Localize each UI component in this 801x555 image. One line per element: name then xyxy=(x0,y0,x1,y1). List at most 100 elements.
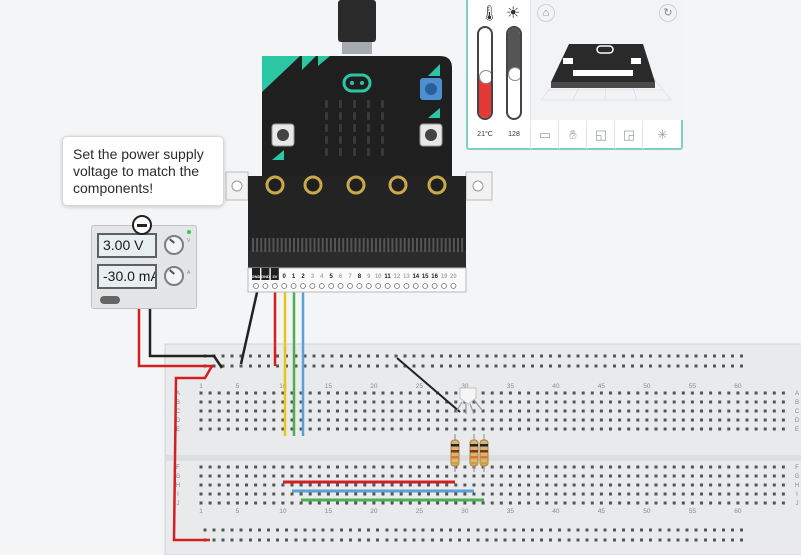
header-label: 19 xyxy=(441,274,448,280)
column-number: 1 xyxy=(199,383,203,390)
power-switch[interactable] xyxy=(100,296,120,304)
resistor[interactable] xyxy=(479,434,489,472)
current-knob-label: A xyxy=(187,270,191,276)
gesture-tilt-right-icon[interactable]: ◲ xyxy=(614,121,643,149)
column-number: 35 xyxy=(507,508,515,515)
tooltip-text: Set the power supply voltage to match th… xyxy=(73,146,204,196)
light-label: 128 xyxy=(508,131,520,138)
column-number: 30 xyxy=(461,383,469,390)
header-label: 0 xyxy=(283,274,287,280)
header-label: 13 xyxy=(403,274,410,280)
home-icon[interactable]: ⌂ xyxy=(537,4,555,22)
header-label: 8 xyxy=(358,274,362,280)
led xyxy=(325,100,328,108)
column-number: 30 xyxy=(461,508,469,515)
power-supply[interactable]: 3.00 V -30.0 mA V A xyxy=(91,225,197,309)
header-label: 3 xyxy=(311,274,315,280)
header-label: 16 xyxy=(431,274,438,280)
led-matrix xyxy=(325,100,384,156)
header-label: 2 xyxy=(301,274,305,280)
row-letter: E xyxy=(176,427,180,433)
led xyxy=(353,112,356,120)
tooltip: Set the power supply voltage to match th… xyxy=(62,136,224,206)
led xyxy=(381,136,384,144)
column-number: 60 xyxy=(734,383,742,390)
voltage-display: 3.00 V xyxy=(97,233,157,258)
column-number: 5 xyxy=(236,383,240,390)
row-letter: I xyxy=(796,492,798,498)
header-label: 20 xyxy=(450,274,457,280)
pin-ring[interactable] xyxy=(427,175,447,195)
breadboard-holes xyxy=(199,391,785,505)
led xyxy=(353,124,356,132)
column-number: 10 xyxy=(279,383,287,390)
led xyxy=(381,148,384,156)
column-number: 20 xyxy=(370,383,378,390)
wire-red-power-lead[interactable] xyxy=(137,300,215,542)
row-letter: D xyxy=(176,418,181,424)
refresh-icon[interactable]: ↻ xyxy=(659,4,677,22)
usb-cable xyxy=(338,0,376,54)
led xyxy=(353,100,356,108)
led xyxy=(339,148,342,156)
row-letter: J xyxy=(177,501,180,507)
wire-black-ground[interactable] xyxy=(239,287,260,365)
header-label: 7 xyxy=(348,274,352,280)
led xyxy=(339,136,342,144)
voltage-knob[interactable] xyxy=(164,235,184,255)
microbit-edge-connector xyxy=(252,238,464,252)
resistors[interactable] xyxy=(450,434,489,472)
light-slider[interactable] xyxy=(506,26,522,120)
row-letter: G xyxy=(795,474,800,480)
resistor[interactable] xyxy=(469,434,479,472)
row-letter: F xyxy=(176,465,180,471)
column-number: 25 xyxy=(416,383,424,390)
pin-ring[interactable] xyxy=(303,175,323,195)
current-display: -30.0 mA xyxy=(97,264,157,289)
accelerometer-view[interactable]: ⌂ ↻ xyxy=(530,0,683,120)
resistor[interactable] xyxy=(450,434,460,472)
led xyxy=(353,148,356,156)
pin-ring[interactable] xyxy=(388,175,408,195)
wire-black-diagonal[interactable] xyxy=(396,357,461,413)
column-number: 15 xyxy=(325,383,333,390)
led xyxy=(353,136,356,144)
column-number: 25 xyxy=(416,508,424,515)
microbit-logo[interactable] xyxy=(342,73,372,93)
button-a[interactable] xyxy=(271,123,295,147)
led xyxy=(367,112,370,120)
led xyxy=(325,124,328,132)
gesture-tilt-icon[interactable]: ▭ xyxy=(530,121,559,149)
microbit-header-holes xyxy=(253,283,457,289)
row-letter: B xyxy=(795,400,799,406)
row-letter: I xyxy=(177,492,179,498)
gesture-flip-icon[interactable]: ✳︎ xyxy=(642,121,682,149)
column-number: 35 xyxy=(507,383,515,390)
led xyxy=(367,124,370,132)
row-letter: E xyxy=(795,427,799,433)
column-number: 50 xyxy=(643,383,651,390)
led xyxy=(339,100,342,108)
header-label: 1 xyxy=(292,274,296,280)
current-knob[interactable] xyxy=(164,266,184,286)
rgb-led[interactable] xyxy=(455,387,483,415)
header-label: 6 xyxy=(339,274,343,280)
temperature-slider[interactable] xyxy=(477,26,493,120)
column-number: 55 xyxy=(689,508,697,515)
minus-circle-icon[interactable] xyxy=(132,215,152,235)
gesture-shake-icon[interactable]: ✋︎ xyxy=(558,121,587,149)
column-number: 55 xyxy=(689,383,697,390)
pin-ring[interactable] xyxy=(346,175,366,195)
gesture-tilt-left-icon[interactable]: ◱ xyxy=(586,121,615,149)
pin-ring[interactable] xyxy=(265,175,285,195)
wire-black-power-lead[interactable] xyxy=(148,300,224,369)
reset-button[interactable] xyxy=(420,78,442,100)
led xyxy=(381,112,384,120)
button-b[interactable] xyxy=(419,123,443,147)
